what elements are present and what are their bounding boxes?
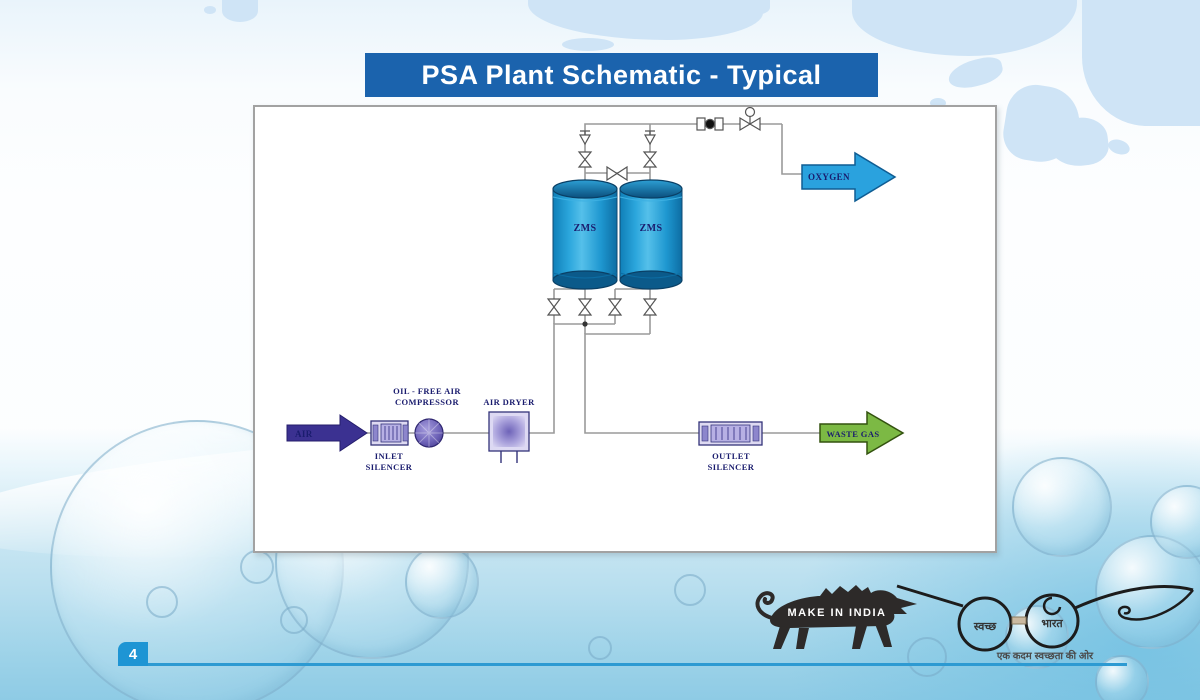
air-dryer-label: AIR DRYER xyxy=(483,397,535,407)
bubble xyxy=(1095,535,1200,649)
check-valve-A-icon xyxy=(578,130,592,146)
map-shape xyxy=(930,98,946,108)
outlet-silencer-label-1: OUTLET xyxy=(712,451,750,461)
waste-gas-arrow: WASTE GAS xyxy=(819,410,905,456)
map-shape xyxy=(222,0,258,22)
inlet-silencer: INLET SILENCER xyxy=(366,420,413,472)
make-in-india-logo: MAKE IN INDIA xyxy=(755,585,917,649)
map-shape xyxy=(1106,136,1132,158)
map-shape xyxy=(528,0,763,40)
map-shape xyxy=(852,0,1077,56)
page-title: PSA Plant Schematic - Typical xyxy=(421,59,822,90)
map-shape xyxy=(1082,0,1200,126)
ball-valve-flange-icon xyxy=(714,117,724,131)
bubble xyxy=(240,550,274,584)
waste-gas-arrow-label: WASTE GAS xyxy=(827,429,880,439)
map-shape xyxy=(945,53,1006,93)
swachh-bharat-logo: स्वच्छ भारत एक कदम स्वच्छता की ओर xyxy=(896,584,1194,662)
valve-B-top-icon xyxy=(642,151,658,168)
outlet-silencer-label-2: SILENCER xyxy=(708,462,755,472)
glasses-left-lens xyxy=(957,596,1013,652)
map-shape xyxy=(562,38,614,51)
adsorber-tank-right: ZMS xyxy=(619,179,683,290)
valve-A-top-icon xyxy=(577,151,593,168)
bubble xyxy=(674,574,706,606)
schematic-panel: ZMS ZMS AIR INLET xyxy=(253,105,997,553)
oxygen-outlet-arrow: OXYGEN xyxy=(801,151,897,203)
map-shape xyxy=(740,0,770,15)
map-shape xyxy=(204,6,216,14)
glasses-right-temple xyxy=(1074,585,1194,610)
glasses-bridge xyxy=(1011,616,1027,625)
feed-valve-A-icon xyxy=(546,298,562,316)
glasses-left-temple xyxy=(896,584,964,608)
swachh-lens-left-text: स्वच्छ xyxy=(973,621,997,633)
bubble xyxy=(907,637,947,677)
check-valve-B-icon xyxy=(643,130,657,146)
waste-valve-B-icon xyxy=(642,298,658,316)
psa-schematic-diagram: ZMS ZMS AIR INLET xyxy=(286,107,905,472)
air-compressor: OIL - FREE AIR COMPRESSOR xyxy=(393,386,461,448)
air-arrow-label: AIR xyxy=(295,429,313,439)
outlet-silencer: OUTLET SILENCER xyxy=(698,421,763,472)
pipe-junction-dot xyxy=(582,321,588,327)
waste-valve-A-icon xyxy=(577,298,593,316)
tank-left-label: ZMS xyxy=(574,223,597,234)
feed-valve-B-icon xyxy=(607,298,623,316)
page-number: 4 xyxy=(128,645,138,663)
pipe-feed-header xyxy=(529,323,615,434)
bubble xyxy=(1095,655,1149,700)
page-number-badge: 4 xyxy=(118,642,148,666)
glasses-temple-curl xyxy=(1117,589,1194,621)
inlet-silencer-label-1: INLET xyxy=(375,451,403,461)
pipe-waste-header xyxy=(584,333,699,434)
swachh-tagline: एक कदम स्वच्छता की ओर xyxy=(996,649,1094,662)
tank-right-label: ZMS xyxy=(640,223,663,234)
compressor-label-2: COMPRESSOR xyxy=(395,397,459,407)
pipe-oxygen-outlet xyxy=(781,124,802,175)
bubble xyxy=(1012,457,1112,557)
bubble xyxy=(588,636,612,660)
control-valve-actuator-icon xyxy=(744,107,756,118)
bubble xyxy=(146,586,178,618)
air-inlet-arrow: AIR xyxy=(286,414,368,452)
bubble xyxy=(405,545,479,619)
adsorber-tank-left: ZMS xyxy=(552,179,618,290)
make-in-india-label: MAKE IN INDIA xyxy=(788,607,887,619)
ball-valve-flange-icon xyxy=(696,117,706,131)
valves xyxy=(546,107,761,316)
footer-divider-line xyxy=(146,663,1127,666)
air-dryer: AIR DRYER xyxy=(483,397,535,463)
glasses-inner-curl xyxy=(1042,596,1062,616)
bubble xyxy=(280,606,308,634)
swachh-lens-right-text: भारत xyxy=(1041,618,1063,630)
inlet-silencer-label-2: SILENCER xyxy=(366,462,413,472)
oxygen-arrow-label: OXYGEN xyxy=(808,172,850,182)
ball-valve-icon xyxy=(704,118,716,130)
equalization-valve-icon xyxy=(606,165,628,182)
compressor-label-1: OIL - FREE AIR xyxy=(393,386,461,396)
title-banner: PSA Plant Schematic - Typical xyxy=(365,53,878,97)
